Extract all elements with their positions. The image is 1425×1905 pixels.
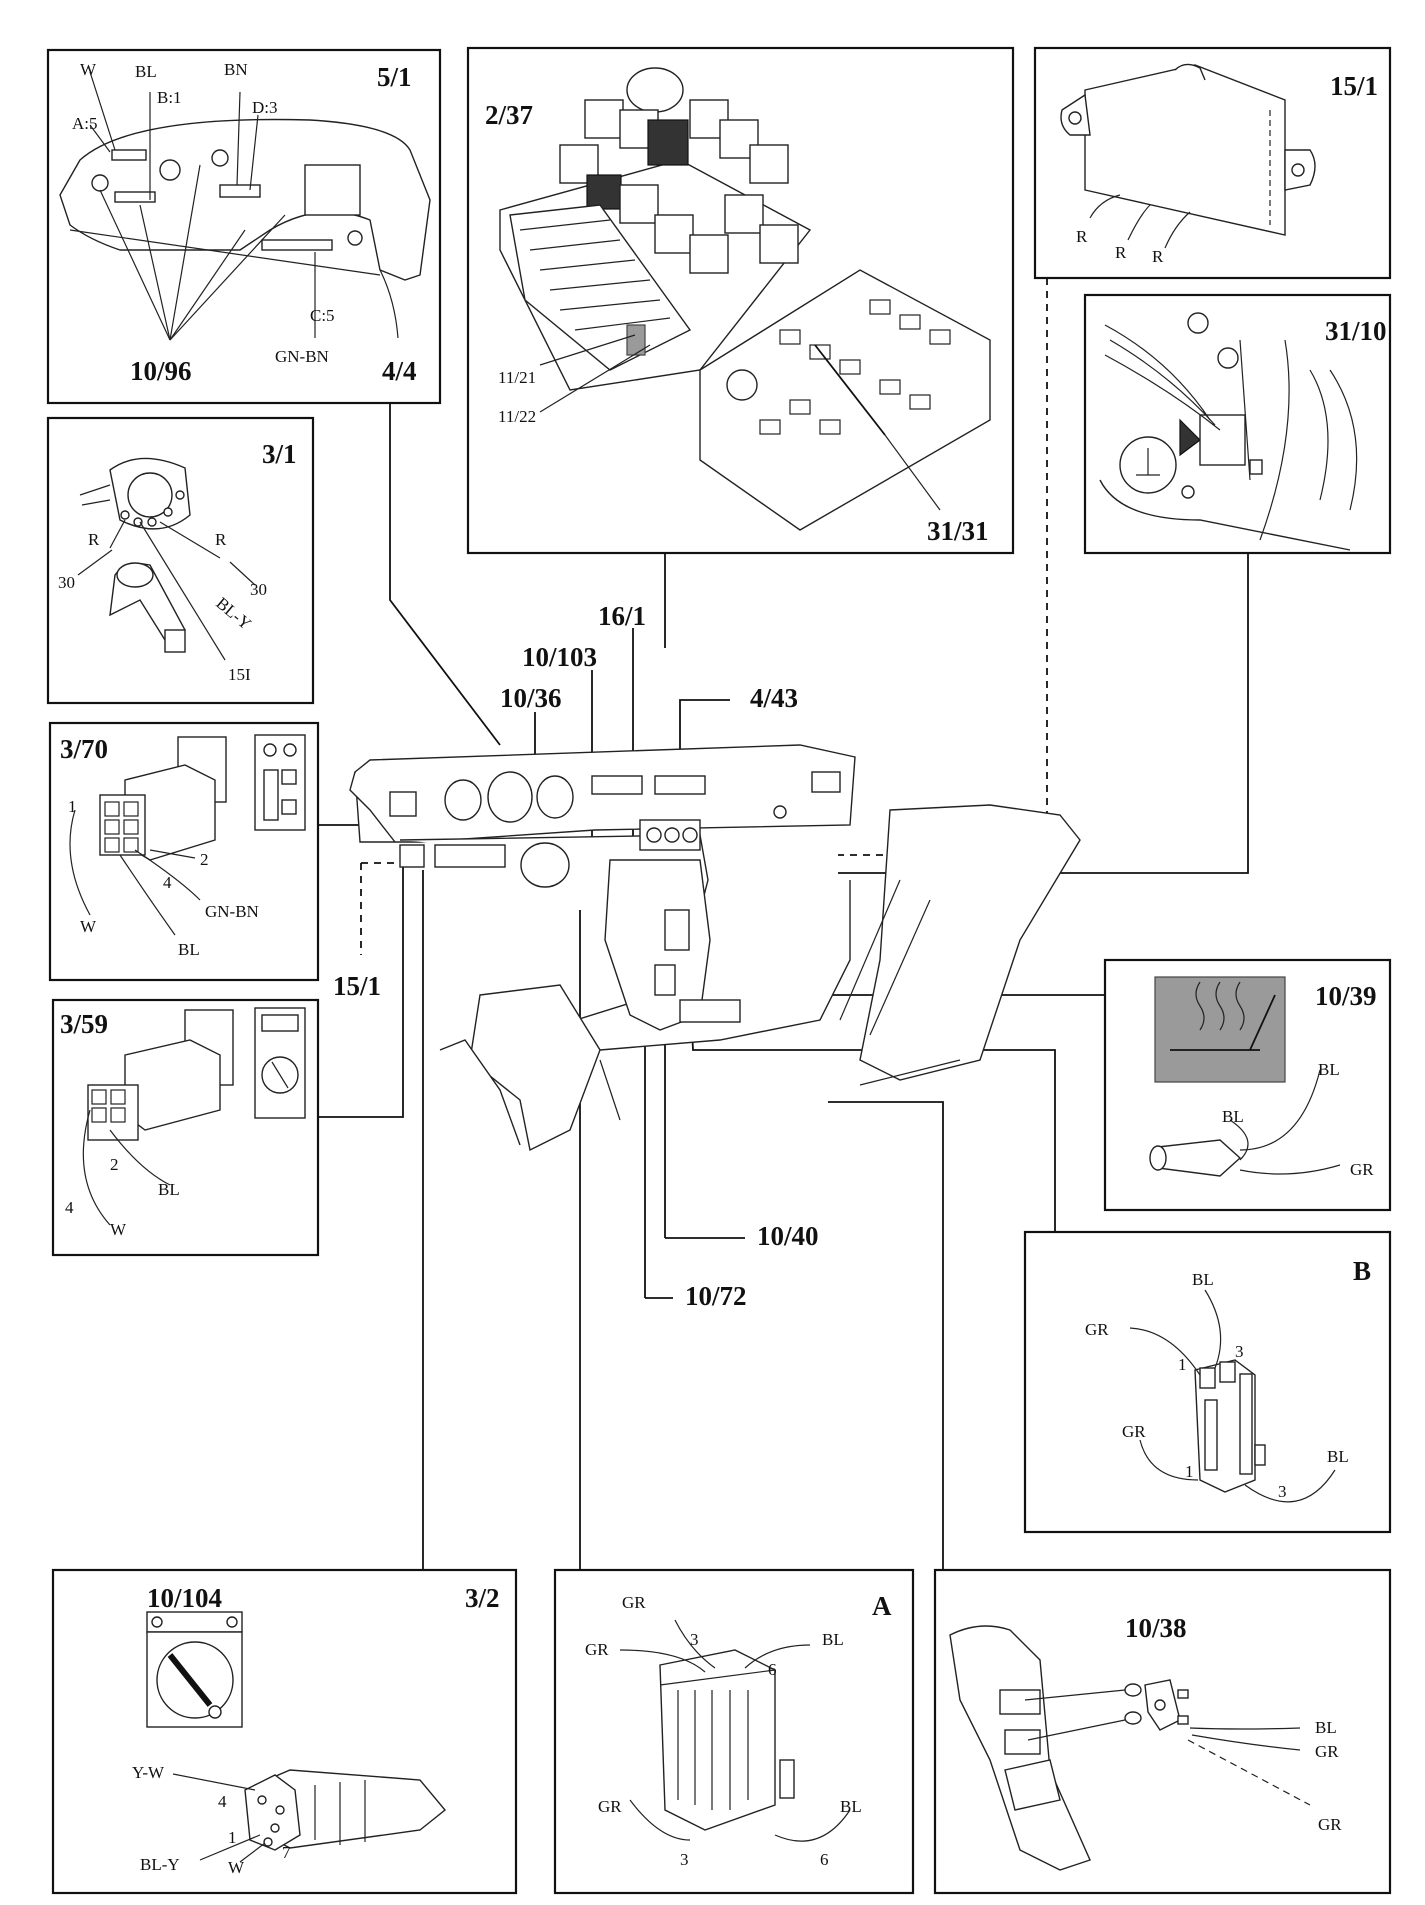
wire-label: BN [224,60,248,79]
wire-label: W [228,1858,245,1877]
fuse-label: 11/21 [498,368,536,387]
pin-label: 3 [1235,1342,1244,1361]
wire-label: R [1152,247,1164,266]
panel-ignition-switch: 3/1 R R 30 30 BL-Y 15I [46,416,315,705]
pin-label: 4 [163,873,172,892]
panel-switch-3-59: 3/59 2 4 BL W [51,998,320,1257]
pin-label: 1 [68,797,77,816]
panel-id: 5/1 [377,62,412,92]
callout-10-103: 10/103 [522,642,597,672]
panel-connector-a: A GR GR 3 BL 6 GR 3 BL 6 [553,1568,915,1895]
wire-label: GR [1315,1742,1339,1761]
pin-label: 6 [768,1660,777,1679]
wire-label: BL [1222,1107,1244,1126]
pin-label: C:5 [310,306,335,325]
pin-label: 1 [228,1828,237,1847]
wire-label: GR [1085,1320,1109,1339]
fuse-label: 11/22 [498,407,536,426]
wire-label: W [110,1220,127,1239]
callout-4-43: 4/43 [750,683,798,713]
callout-10-40: 10/40 [757,1221,819,1251]
panel-id: B [1353,1256,1371,1286]
pin-label: 3 [1278,1482,1287,1501]
panel-connector-b: B BL GR 1 3 GR BL 1 3 [1023,1230,1392,1534]
wire-label: BL [840,1797,862,1816]
dashboard-illustration [349,744,1081,1152]
panel-seat-switch: 10/38 BL GR GR [933,1568,1392,1895]
panel-id: 3/2 [465,1583,500,1613]
wire-label: GR [1350,1160,1374,1179]
wire-label: GN-BN [205,902,259,921]
panel-control-module: 15/1 R R R [1033,46,1392,280]
panel-id: 2/37 [485,100,533,130]
component-id: 10/96 [130,356,192,386]
pin-label: 30 [58,573,75,592]
panel-id: 3/70 [60,734,108,764]
wire-label: GR [585,1640,609,1659]
panel-id: 3/59 [60,1009,108,1039]
wire-label: GR [1318,1815,1342,1834]
wire-label: BL [178,940,200,959]
dashboard-callouts: 16/1 10/103 10/36 4/43 15/1 10/40 10/72 [333,601,819,1311]
pin-label: 15I [228,665,251,684]
panel-id: 31/10 [1325,316,1387,346]
wire-label: BL-Y [140,1855,180,1874]
callout-16-1: 16/1 [598,601,646,631]
pin-label: 3 [690,1630,699,1649]
panel-light-switch: 10/104 3/2 Y-W 4 1 BL-Y W 7 [51,1568,518,1895]
pin-label: A:5 [72,114,98,133]
panel-switch-3-70: 3/70 1 2 4 W GN-BN BL [48,721,320,982]
wire-label: GR [598,1797,622,1816]
wire-label: R [1115,243,1127,262]
component-id: 4/4 [382,356,417,386]
pin-label: D:3 [252,98,278,117]
callout-10-36: 10/36 [500,683,562,713]
pin-label: 3 [680,1850,689,1869]
panel-instrument-cluster: 5/1 W BL B:1 BN D:3 A:5 C:5 GN-BN 10/96 … [46,48,442,405]
wire-label: BL [1318,1060,1340,1079]
panel-relay-box: 2/37 11/21 11/22 31/31 [466,46,1015,555]
callout-15-1: 15/1 [333,971,381,1001]
component-id: 10/38 [1125,1613,1187,1643]
wire-label: GR [622,1593,646,1612]
wire-label: W [80,60,97,79]
wire-label: BL [1315,1718,1337,1737]
wire-label: R [215,530,227,549]
wire-label: BL [1327,1447,1349,1466]
wire-label: BL [1192,1270,1214,1289]
panel-id: 3/1 [262,439,297,469]
pin-label: B:1 [157,88,182,107]
callout-10-72: 10/72 [685,1281,747,1311]
wire-label: BL [822,1630,844,1649]
pin-label: 1 [1178,1355,1187,1374]
wire-label: R [88,530,100,549]
pin-label: 30 [250,580,267,599]
pin-label: 4 [218,1792,227,1811]
component-id: 10/104 [147,1583,222,1613]
pin-label: 1 [1185,1462,1194,1481]
wire-label: W [80,917,97,936]
panel-id: 10/39 [1315,981,1377,1011]
panel-id: A [872,1591,892,1621]
wire-label: BL [135,62,157,81]
panel-ground-point: 31/10 [1083,293,1392,555]
component-id: 31/31 [927,516,989,546]
wire-label: GN-BN [275,347,329,366]
wire-label: BL [158,1180,180,1199]
pin-label: 2 [110,1155,119,1174]
pin-label: 6 [820,1850,829,1869]
panel-seat-heater: 10/39 BL BL GR [1103,958,1392,1212]
wire-label: Y-W [132,1763,165,1782]
wire-label: R [1076,227,1088,246]
wire-label: GR [1122,1422,1146,1441]
pin-label: 4 [65,1198,74,1217]
panel-id: 15/1 [1330,71,1378,101]
pin-label: 2 [200,850,209,869]
pin-label: 7 [282,1843,291,1862]
